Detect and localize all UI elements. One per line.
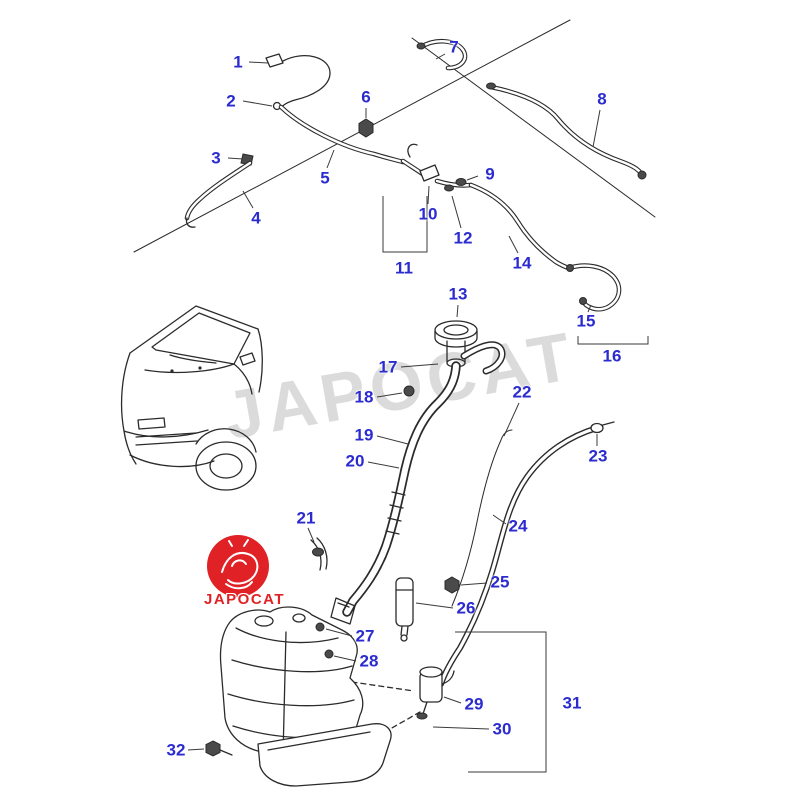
washer-pump-group	[351, 576, 460, 738]
assembly-dashed-lines	[351, 681, 421, 738]
grille-lines	[135, 432, 198, 446]
leader-line-9	[466, 175, 479, 181]
leader-line-1	[248, 61, 269, 64]
nozzle-dot	[198, 366, 202, 370]
leader-line-13	[456, 304, 459, 318]
clip-1	[265, 53, 284, 68]
leader-line-8	[592, 109, 601, 148]
leader-line-3	[227, 157, 244, 160]
bumper	[129, 454, 215, 468]
pump-feed-hose	[441, 421, 615, 684]
leader-line-19	[376, 435, 409, 445]
vehicle-outline	[120, 305, 263, 491]
clip-8-end	[486, 82, 496, 90]
leader-line-12	[451, 195, 462, 229]
leader-line-15	[587, 304, 592, 313]
valve-26	[395, 577, 414, 627]
leader-line-16	[577, 336, 649, 345]
leader-line-10	[427, 185, 430, 205]
tank-lower-tray	[257, 723, 392, 787]
leader-line-18	[376, 392, 403, 398]
leader-line-7	[435, 53, 446, 60]
washer-cap-13	[434, 320, 478, 340]
front-washer-nozzle-and-hoses	[186, 53, 471, 228]
grommet-25	[444, 576, 460, 594]
leader-line-29	[443, 696, 462, 704]
washer-reservoir-tank	[205, 606, 392, 787]
japocat-logo: JAPOCAT	[204, 532, 286, 608]
leader-line-5	[326, 149, 335, 169]
filler-cap-and-neck	[330, 320, 513, 625]
nozzle-dot	[170, 369, 174, 373]
leader-line-31	[455, 631, 547, 773]
headlight	[137, 417, 166, 430]
leader-line-22	[503, 402, 520, 437]
leader-line-25	[460, 582, 488, 586]
clip-23	[590, 422, 604, 434]
japocat-logo-mark	[207, 535, 269, 597]
clip-7-end	[416, 42, 426, 50]
leader-line-28	[333, 655, 357, 662]
leader-line-20	[367, 461, 400, 469]
clip-9	[455, 178, 467, 186]
bolt-32	[205, 740, 221, 757]
nozzle-hose-loop	[280, 55, 331, 109]
leader-line-4	[242, 190, 254, 209]
tank-opening	[254, 615, 274, 627]
leader-line-26	[415, 602, 454, 609]
leader-line-11	[382, 196, 428, 253]
leader-line-14	[508, 235, 519, 254]
side-mirror	[239, 352, 256, 366]
front-wheel	[195, 441, 257, 491]
connector-10	[419, 164, 440, 182]
hose-22	[451, 439, 502, 607]
neck-corrugation	[385, 491, 406, 535]
screw-18	[403, 385, 415, 397]
hose-clip-21	[310, 537, 328, 571]
leader-line-32	[187, 748, 205, 751]
wheel-arch	[195, 428, 257, 453]
japocat-logo-text: JAPOCAT	[204, 591, 286, 608]
hood-line	[144, 363, 235, 374]
rear-washer-hoses	[416, 41, 647, 309]
screw-27	[315, 622, 325, 632]
leader-line-30	[432, 726, 490, 730]
tank-body	[219, 606, 364, 764]
leader-line-2	[242, 100, 273, 107]
leader-lines	[187, 53, 649, 773]
screw-28	[324, 649, 334, 659]
neck-bracket	[330, 597, 356, 625]
leader-line-27	[325, 628, 353, 637]
leader-line-24	[492, 514, 507, 525]
windshield	[151, 312, 251, 365]
clip-12	[444, 184, 454, 192]
grommet-6	[358, 118, 374, 138]
leader-line-21	[307, 527, 315, 543]
leader-line-17	[400, 363, 439, 368]
